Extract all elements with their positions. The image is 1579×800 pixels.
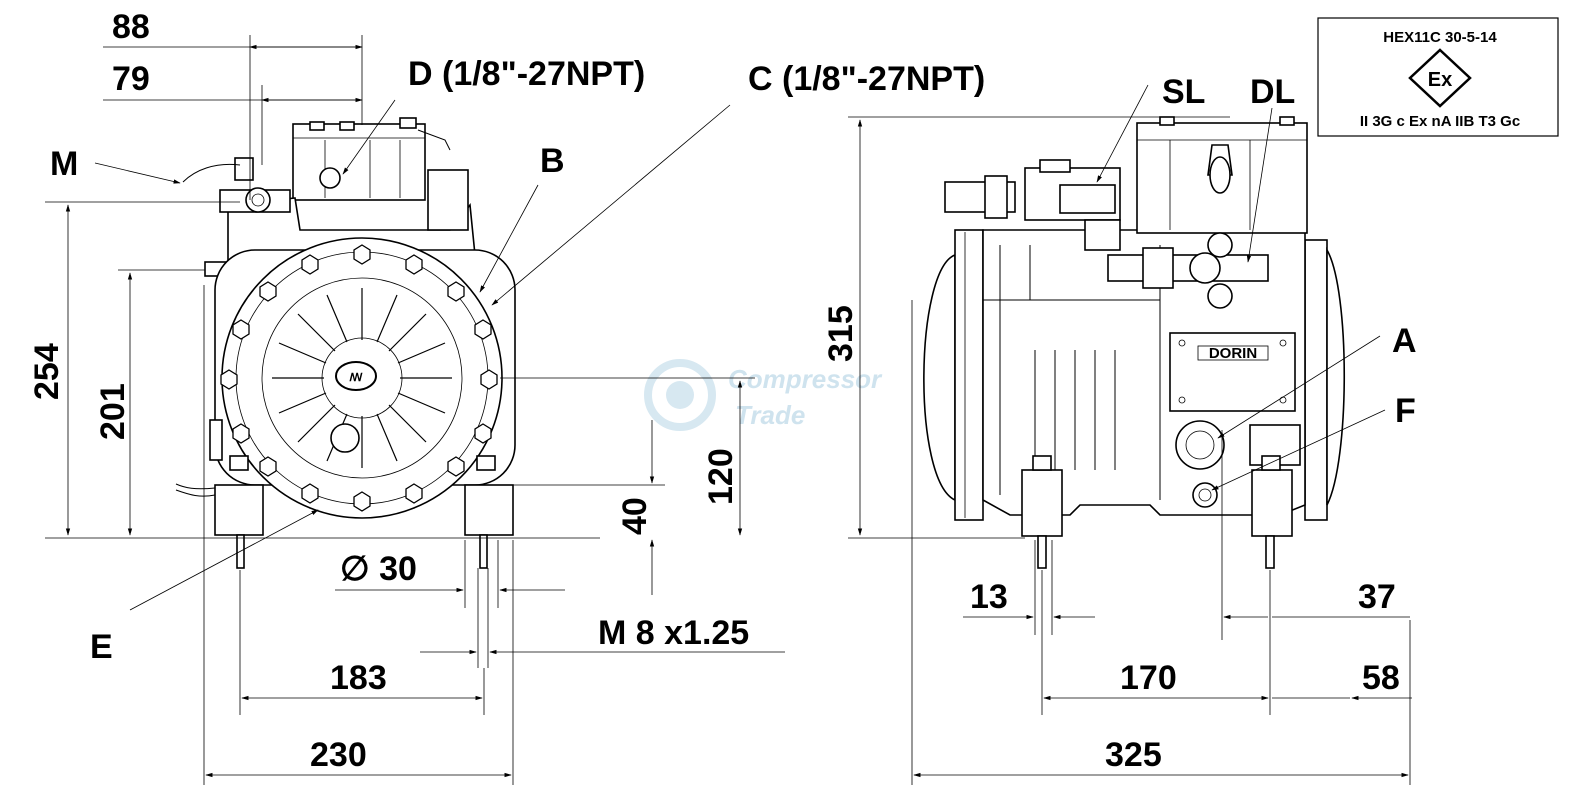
side-foot-left	[1021, 469, 1063, 537]
label-a: A	[1392, 322, 1417, 360]
cert-marking: II 3G c Ex nA IIB T3 Gc	[1360, 113, 1520, 130]
dim-dia30: ∅ 30	[340, 550, 417, 588]
watermark-line2: Trade	[735, 400, 805, 430]
front-foot-right	[464, 484, 514, 536]
front-cylinder-head	[292, 123, 426, 201]
side-view: DORIN	[923, 116, 1345, 569]
front-dimensions: 88 79 254 201 120 40 ∅ 30 M 8 x1	[28, 8, 785, 785]
side-dimensions: 315 13 37 170 58 325	[822, 116, 1412, 785]
dim-88: 88	[112, 8, 150, 46]
cert-code: HEX11C 30-5-14	[1383, 29, 1497, 46]
front-view: ꟿ	[175, 117, 516, 569]
label-e: E	[90, 628, 113, 666]
front-callouts: D (1/8"-27NPT) C (1/8"-27NPT) M B E	[50, 55, 985, 666]
side-callouts: SL DL A F	[1096, 73, 1417, 491]
label-dl: DL	[1250, 73, 1295, 111]
dim-58: 58	[1362, 659, 1400, 697]
brand-logo	[335, 361, 377, 391]
label-f: F	[1395, 392, 1416, 430]
dim-315: 315	[822, 305, 860, 362]
side-foot-right	[1251, 469, 1293, 537]
nameplate-text: DORIN	[1209, 345, 1257, 362]
discharge-valve	[1107, 254, 1269, 282]
dim-37: 37	[1358, 578, 1396, 616]
label-c: C (1/8"-27NPT)	[748, 60, 985, 98]
dim-201: 201	[94, 383, 132, 440]
dim-254: 254	[28, 343, 66, 400]
label-d: D (1/8"-27NPT)	[408, 55, 645, 93]
dim-120: 120	[702, 448, 740, 505]
dim-thread: M 8 x1.25	[598, 614, 749, 652]
dim-79: 79	[112, 60, 150, 98]
dim-40: 40	[616, 497, 654, 535]
watermark: Compressor Trade	[644, 359, 883, 431]
dim-183: 183	[330, 659, 387, 697]
side-end-bell-left	[923, 253, 956, 502]
dim-13: 13	[970, 578, 1008, 616]
front-foot-left	[214, 484, 264, 536]
dim-170: 170	[1120, 659, 1177, 697]
watermark-line1: Compressor	[728, 364, 883, 394]
label-m: M	[50, 145, 78, 183]
svg-text:ꟿ: ꟿ	[349, 372, 363, 384]
label-b: B	[540, 142, 565, 180]
dim-230: 230	[310, 736, 367, 774]
label-sl: SL	[1162, 73, 1205, 111]
ex-symbol: Ex	[1428, 69, 1452, 91]
dim-325: 325	[1105, 736, 1162, 774]
port-d-fitting	[245, 187, 271, 213]
atex-certification-box: HEX11C 30-5-14 Ex II 3G c Ex nA IIB T3 G…	[1317, 17, 1559, 137]
ex-hexagon-icon	[1408, 48, 1472, 108]
sight-glass	[1175, 420, 1225, 470]
